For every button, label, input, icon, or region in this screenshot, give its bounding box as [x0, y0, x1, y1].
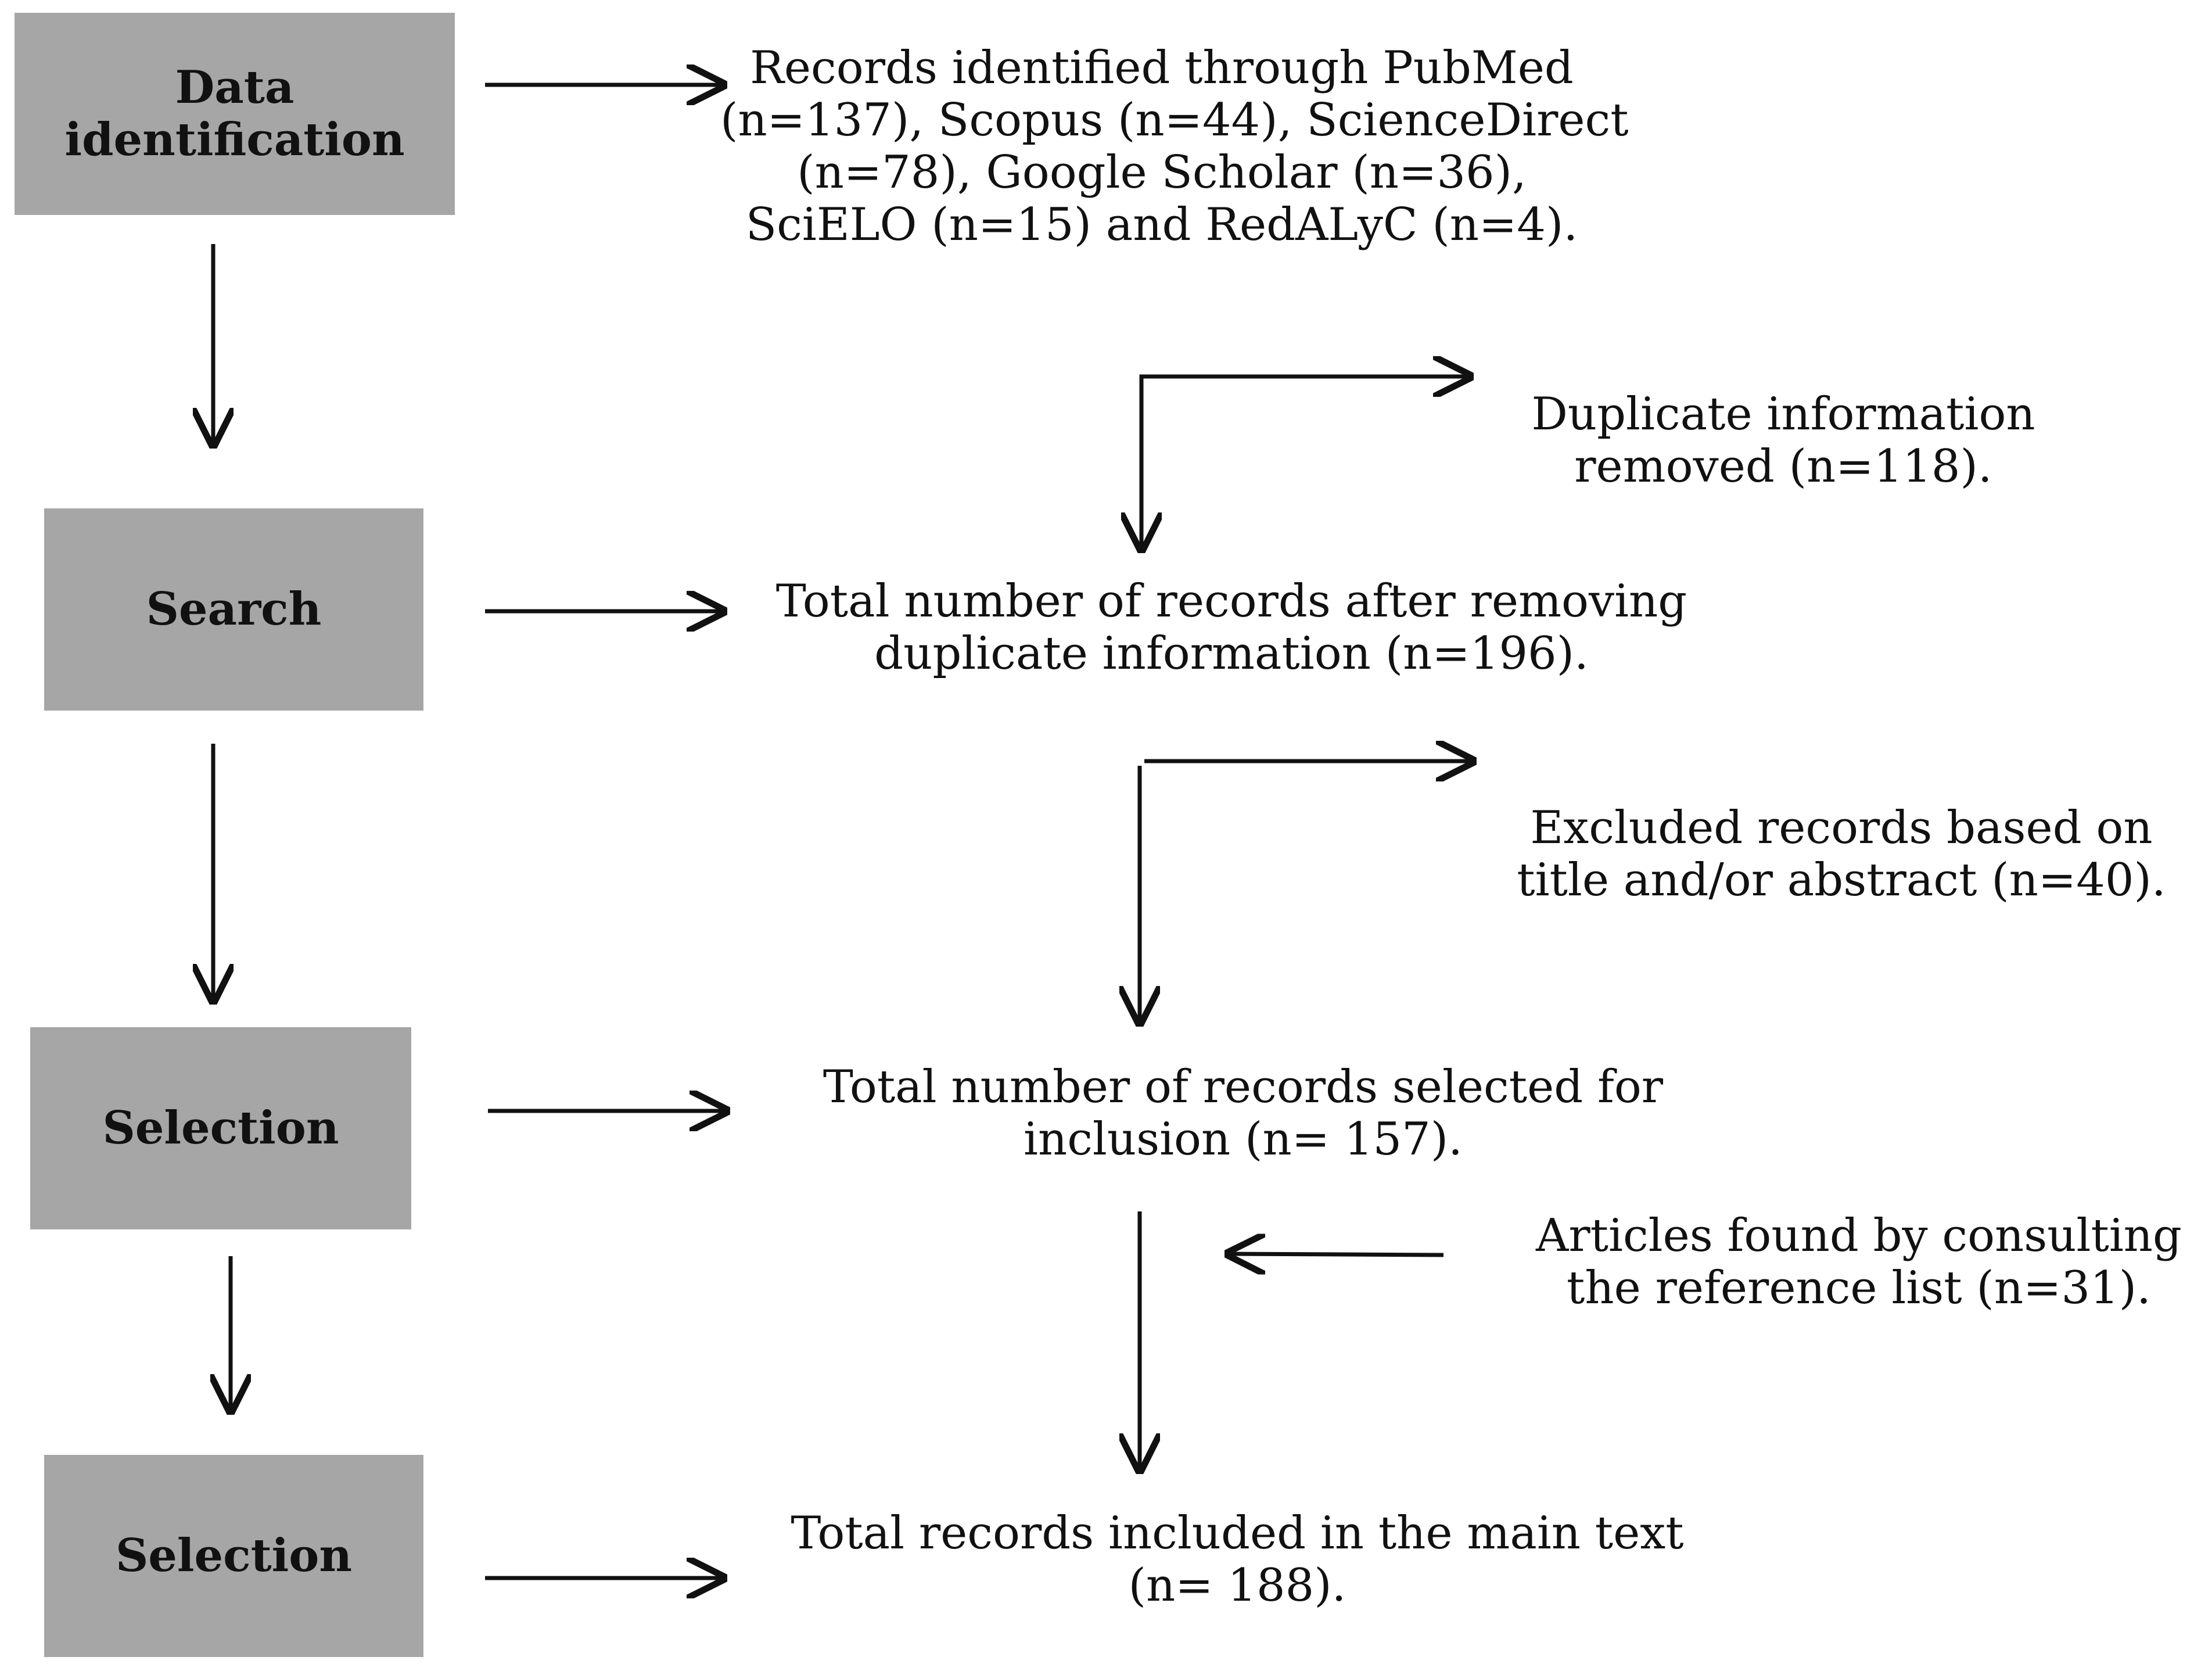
- reference-list-line: the reference list (n=31).: [1567, 1262, 2151, 1314]
- stage-box-data-identification: Data identification: [15, 13, 455, 215]
- arrow-branch-duplicates: [1139, 376, 1470, 546]
- selected-for-inclusion-text: Total number of records selected for inc…: [790, 1061, 1696, 1166]
- reference-list-text: Articles found by consulting the referen…: [1528, 1210, 2190, 1314]
- records-identified-text: Records identified through PubMed (n=137…: [720, 42, 1629, 251]
- after-duplicates-text: Total number of records after removing d…: [744, 575, 1719, 680]
- stage-box-search: Search: [44, 508, 423, 711]
- excluded-records-line: title and/or abstract (n=40).: [1517, 854, 2166, 906]
- after-duplicates-line: Total number of records after removing: [775, 575, 1687, 627]
- stage-label-selection-1: Selection: [102, 1102, 339, 1154]
- stage-box-selection-2: Selection: [44, 1455, 423, 1657]
- records-identified-line: Records identified through PubMed: [750, 42, 1574, 94]
- excluded-records-text: Excluded records based on title and/or a…: [1487, 802, 2196, 906]
- duplicates-removed-line: removed (n=118).: [1574, 440, 1992, 493]
- included-main-text-line: Total records included in the main text: [791, 1507, 1684, 1559]
- reference-list-line: Articles found by consulting: [1536, 1210, 2182, 1262]
- included-main-text-line: (n= 188).: [1128, 1559, 1346, 1612]
- stage-label-search: Search: [146, 583, 322, 636]
- arrow-reference-list-in: [1229, 1254, 1444, 1255]
- selected-for-inclusion-line: inclusion (n= 157).: [1024, 1113, 1463, 1166]
- records-identified-line: SciELO (n=15) and RedALyC (n=4).: [745, 199, 1578, 251]
- included-main-text-text: Total records included in the main text …: [778, 1507, 1696, 1612]
- stage-label-selection-2: Selection: [115, 1529, 353, 1582]
- records-identified-line: (n=78), Google Scholar (n=36),: [797, 146, 1527, 199]
- duplicates-removed-text: Duplicate information removed (n=118).: [1487, 388, 2080, 493]
- selected-for-inclusion-line: Total number of records selected for: [823, 1061, 1664, 1113]
- stage-label-data-identification: Data identification: [64, 61, 405, 166]
- after-duplicates-line: duplicate information (n=196).: [874, 627, 1589, 680]
- duplicates-removed-line: Duplicate information: [1531, 388, 2035, 440]
- stage-box-selection-1: Selection: [30, 1027, 411, 1229]
- excluded-records-line: Excluded records based on: [1530, 802, 2153, 854]
- records-identified-line: (n=137), Scopus (n=44), ScienceDirect: [720, 94, 1629, 146]
